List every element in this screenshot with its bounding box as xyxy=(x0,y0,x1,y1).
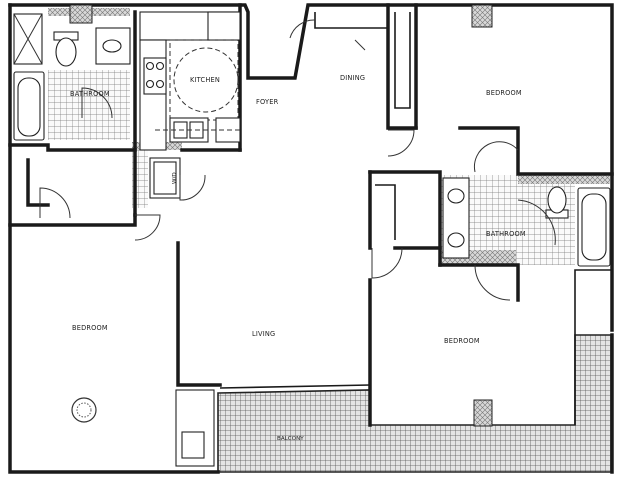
bedroom-2-label: BEDROOM xyxy=(72,324,108,332)
balcony xyxy=(217,334,613,473)
toilet-bowl xyxy=(55,37,77,67)
bathroom-1-label: BATHROOM xyxy=(70,90,110,98)
interior-walls xyxy=(8,3,614,427)
balcony-label: BALCONY xyxy=(277,436,304,442)
fridge xyxy=(207,11,241,41)
bathroom-1-tile xyxy=(48,70,130,140)
bathroom-2-fixtures xyxy=(442,177,611,267)
sink xyxy=(447,188,465,204)
bathroom-1-fixtures xyxy=(13,13,131,141)
exterior-walls xyxy=(8,3,614,474)
plant-leaves xyxy=(76,402,92,418)
living-label: LIVING xyxy=(252,330,275,338)
doors xyxy=(39,19,556,301)
washer-dryer xyxy=(149,157,181,199)
kitchen-fixtures xyxy=(139,11,241,151)
plant-pot xyxy=(71,397,97,423)
hatch-strip xyxy=(518,174,610,184)
column xyxy=(69,4,93,24)
bedroom-1-label: BEDROOM xyxy=(486,89,522,97)
kitchen-label: KITCHEN xyxy=(190,76,220,84)
wd-label: W/D xyxy=(172,172,178,184)
toilet-bowl xyxy=(547,186,567,214)
sink xyxy=(447,232,465,248)
counter xyxy=(139,39,167,151)
sink xyxy=(102,39,122,53)
dining-label: DINING xyxy=(340,74,365,82)
column xyxy=(473,399,493,427)
column xyxy=(471,4,493,28)
bathroom-2-label: BATHROOM xyxy=(486,230,526,238)
bedroom-3-label: BEDROOM xyxy=(444,337,480,345)
foyer-label: FOYER xyxy=(256,98,279,106)
